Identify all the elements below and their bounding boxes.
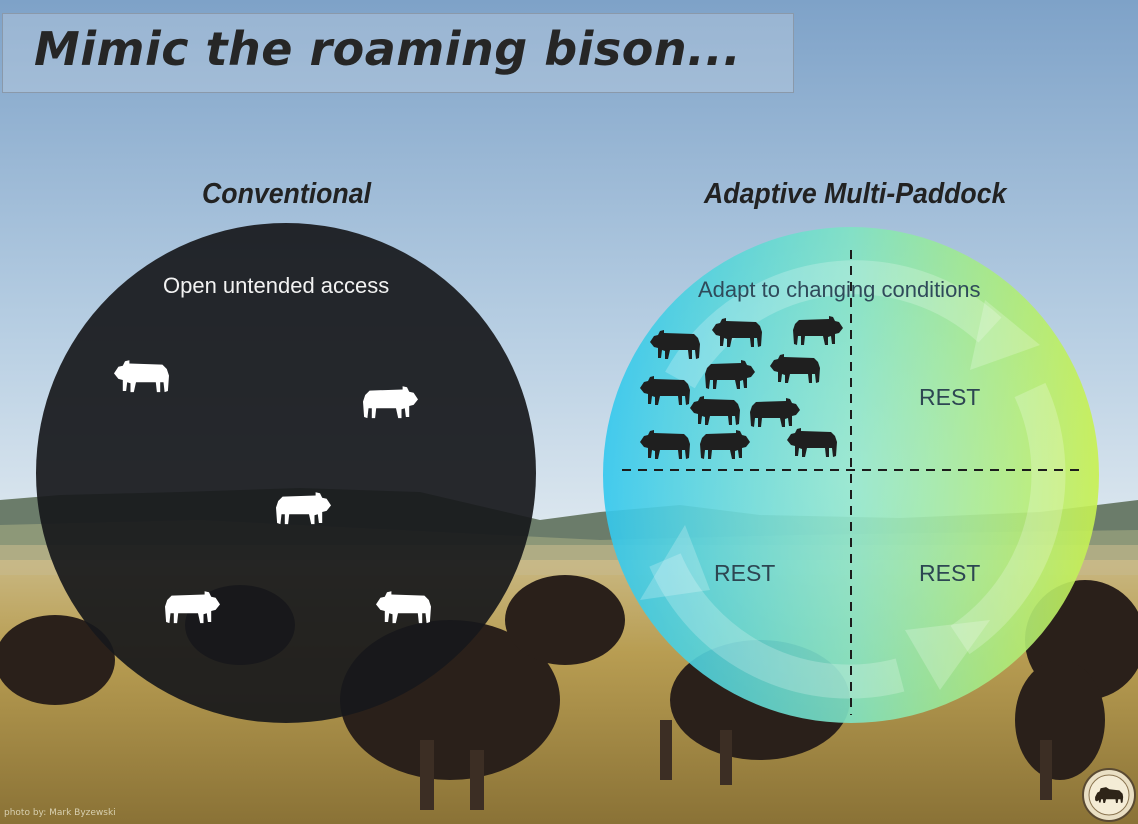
paddock-rest-label: REST: [919, 560, 981, 586]
paddock-rest-label: REST: [919, 384, 981, 410]
photo-credit: photo by: Mark Byzewski: [4, 808, 116, 818]
page-title: Mimic the roaming bison...: [34, 22, 742, 76]
adaptive-label: Adapt to changing conditions: [698, 277, 981, 302]
logo-badge-icon: [1082, 768, 1136, 822]
cycle-arrows-icon: [649, 260, 1066, 699]
title-box: [2, 13, 794, 93]
adaptive-circle: [603, 227, 1099, 723]
paddock-rest-label: REST: [714, 560, 776, 586]
adaptive-heading: Adaptive Multi-Paddock: [704, 178, 1007, 210]
conventional-label: Open untended access: [163, 273, 390, 298]
conventional-heading: Conventional: [202, 178, 371, 210]
